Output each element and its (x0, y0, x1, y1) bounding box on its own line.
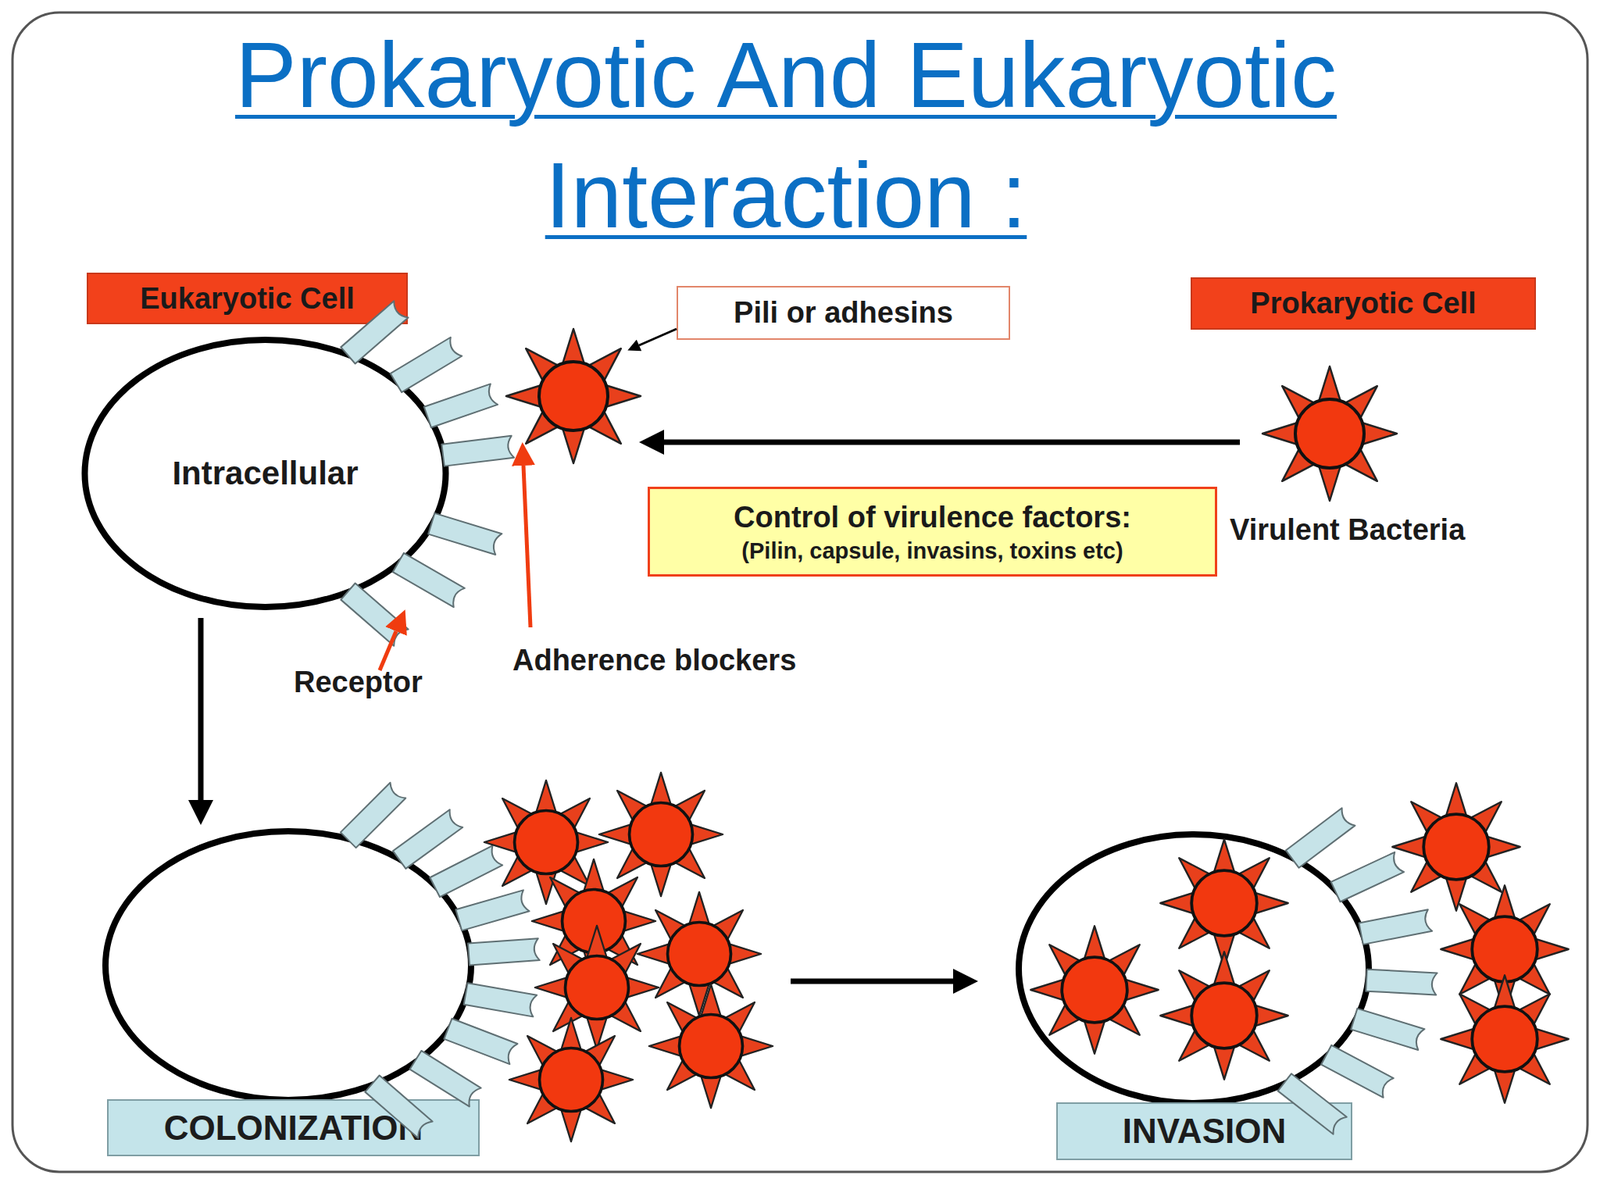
cell-membrane (85, 339, 447, 608)
bacteria-label: Virulent Bacteria (1229, 511, 1574, 548)
receptor-symbol (340, 782, 406, 848)
callout-box: Pili or adhesins (676, 285, 1011, 340)
stage-box: INVASION (1056, 1102, 1353, 1161)
box-body: (Pilin, capsule, invasins, toxins etc) (741, 535, 1123, 566)
bacterium-symbol (649, 984, 773, 1108)
bacterium-symbol (1262, 366, 1397, 501)
bacterium-symbol (506, 328, 641, 464)
receptor-symbol (340, 300, 408, 364)
note-box: Control of virulence factors:(Pilin, cap… (647, 486, 1218, 577)
leader-arrow (379, 631, 397, 671)
flow-arrow (790, 978, 954, 985)
receptor-symbol (1358, 909, 1433, 945)
cell-type-box: Prokaryotic Cell (1190, 277, 1536, 330)
receptor-symbol (1331, 852, 1404, 902)
host-cell: Intracellular (81, 336, 450, 611)
approach-arrow (664, 439, 1240, 446)
receptor-symbol (464, 982, 537, 1017)
box-heading: Control of virulence factors: (733, 498, 1132, 536)
receptor-symbol (364, 1075, 433, 1138)
callout-label: Adherence blockers (512, 642, 919, 679)
flow-arrow (198, 617, 204, 800)
receptor-symbol (392, 809, 463, 869)
cell-membrane (1018, 834, 1369, 1104)
receptor-symbol (392, 553, 465, 608)
bacterium-symbol (532, 859, 656, 983)
bacterium-symbol (1030, 925, 1158, 1054)
receptor-symbol (409, 1050, 481, 1107)
cell-label: Intracellular (171, 454, 358, 493)
cell-type-label: Prokaryotic Cell (1250, 286, 1476, 321)
leader-arrow (639, 328, 677, 346)
host-cell: COLONIZATION (102, 828, 480, 1157)
receptor-symbol (1350, 1008, 1425, 1050)
bacterium-symbol (1160, 839, 1288, 967)
bacterium-symbol (1440, 975, 1568, 1103)
receptor-symbol (455, 889, 529, 931)
receptor-symbol (428, 513, 502, 555)
stage-box: COLONIZATION (107, 1099, 480, 1157)
bacterium-symbol (637, 892, 761, 1016)
bacterium-symbol (1440, 885, 1568, 1013)
receptor-symbol (467, 938, 540, 965)
cell-type-label: Eukaryotic Cell (139, 282, 355, 316)
bacterium-symbol (599, 772, 723, 897)
bacterium-symbol (1160, 951, 1288, 1079)
callout-label: Receptor (293, 664, 497, 700)
slide-title: Prokaryotic And Eukaryotic Interaction : (176, 14, 1396, 256)
stage-label: COLONIZATION (164, 1108, 424, 1148)
stage-label: INVASION (1122, 1111, 1286, 1151)
part-label: Pili or adhesins (733, 296, 954, 330)
cell-type-box: Eukaryotic Cell (86, 272, 408, 325)
receptor-symbol (429, 845, 503, 897)
receptor-symbol (1278, 1073, 1347, 1134)
receptor-symbol (340, 582, 408, 646)
bacterium-symbol (1392, 782, 1520, 911)
cell-membrane (105, 831, 472, 1100)
bacterium-symbol (509, 1017, 633, 1142)
host-cell: INVASION (1015, 831, 1373, 1161)
receptor-symbol (443, 1018, 518, 1065)
receptor-symbol (390, 337, 463, 393)
receptor-symbol (424, 383, 498, 428)
bacterium-symbol (535, 925, 659, 1050)
slide-frame (12, 12, 1588, 1172)
receptor-symbol (1321, 1045, 1394, 1098)
leader-arrow (523, 465, 531, 628)
bacterium-symbol (484, 780, 608, 904)
receptor-symbol (1285, 807, 1356, 868)
receptor-symbol (1365, 969, 1437, 996)
receptor-symbol (441, 435, 515, 467)
